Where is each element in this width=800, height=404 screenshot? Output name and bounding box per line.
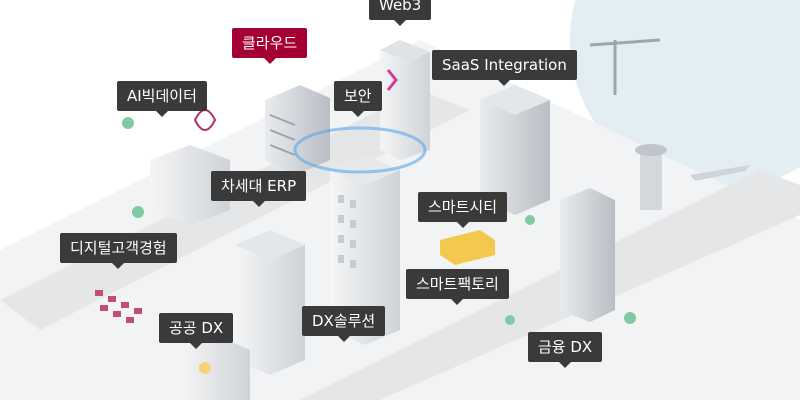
label-cloud[interactable]: 클라우드 <box>232 28 308 64</box>
airport-tower <box>635 144 750 210</box>
label-saas-integration[interactable]: SaaS Integration <box>432 50 577 86</box>
server-racks <box>265 85 330 175</box>
security-tower <box>293 126 427 345</box>
erp-building <box>235 230 305 375</box>
label-dx-solution[interactable]: DX솔루션 <box>302 306 386 342</box>
label-finance-dx[interactable]: 금융 DX <box>528 332 603 368</box>
road <box>0 90 470 330</box>
factory-tower <box>560 188 615 322</box>
saas-building <box>480 85 550 215</box>
city-bus <box>440 230 495 265</box>
label-ai-bigdata[interactable]: AI빅데이터 <box>117 81 207 117</box>
digital-cx-seats <box>95 290 142 323</box>
road <box>300 170 800 400</box>
label-security[interactable]: 보안 <box>334 81 382 117</box>
label-digital-cx[interactable]: 디지털고객경험 <box>60 233 177 269</box>
label-smart-factory[interactable]: 스마트팩토리 <box>406 269 509 305</box>
label-public-dx[interactable]: 공공 DX <box>159 313 234 349</box>
public-dx-building <box>180 335 250 400</box>
label-web3[interactable]: Web3 <box>369 0 432 26</box>
construction-crane <box>589 38 661 95</box>
label-smart-city[interactable]: 스마트시티 <box>418 192 508 228</box>
label-next-gen-erp[interactable]: 차세대 ERP <box>211 171 307 207</box>
ai-bigdata-building <box>150 109 230 225</box>
